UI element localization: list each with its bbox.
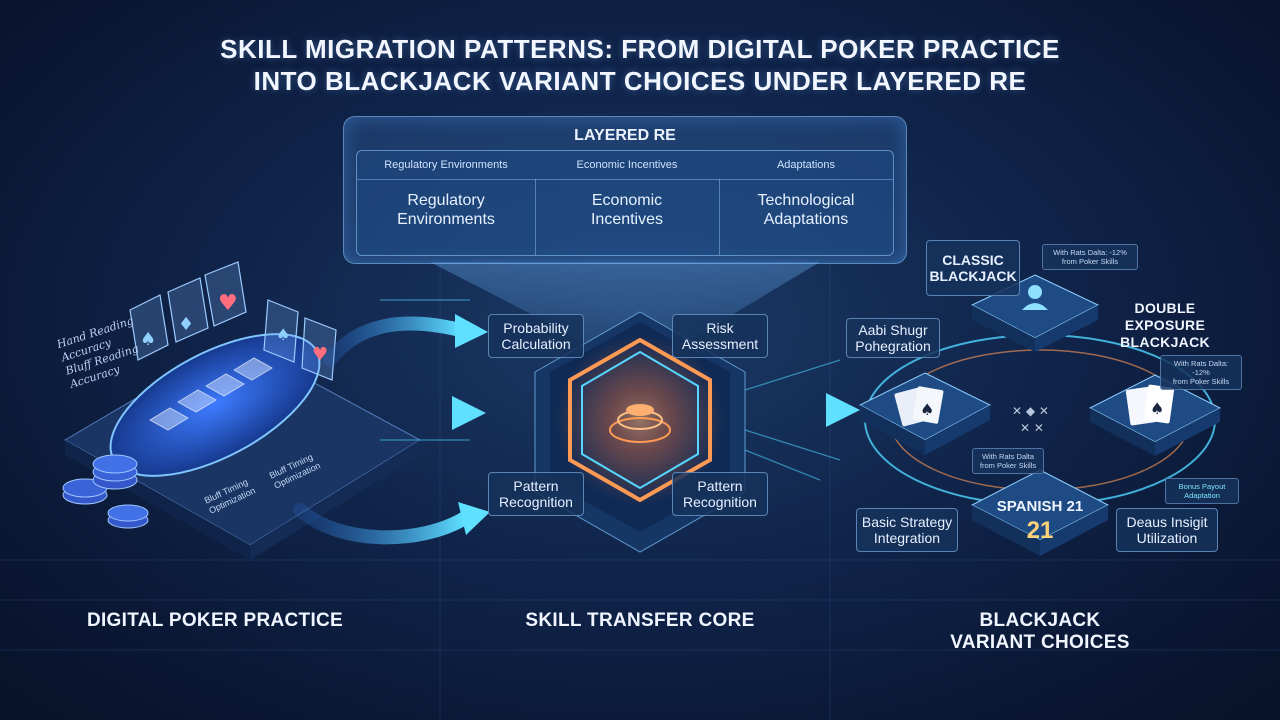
box-line: Deaus Insigit [1126, 514, 1208, 530]
note-line: Bonus Payout [1178, 482, 1226, 491]
cell-line: Economic [591, 192, 663, 209]
cell-line: Technological [757, 192, 855, 209]
note-line: from Poker Skills [979, 461, 1037, 470]
table-divider [535, 179, 536, 255]
page-title-line-2: INTO BLACKJACK VARIANT CHOICES UNDER LAY… [253, 66, 1027, 96]
note-bonus-payout: Bonus Payout Adaptation [1165, 478, 1239, 504]
transfer-arrows [293, 299, 860, 545]
box-line: Recognition [683, 494, 757, 510]
svg-text:♥: ♥ [218, 291, 238, 316]
section-label-digital-poker: DIGITAL POKER PRACTICE [86, 610, 344, 631]
note-line: With Rats Dalta [981, 452, 1035, 461]
page-title-line-1: SKILL MIGRATION PATTERNS: FROM DIGITAL P… [220, 34, 1060, 64]
cell-line: Incentives [590, 211, 664, 228]
spanish-21-number: 21 [1026, 517, 1054, 544]
col-cell-regulatory: Regulatory Environments [357, 191, 535, 229]
box-line: BLACKJACK [929, 268, 1017, 284]
box-line: Probability [503, 320, 569, 336]
box-line: Utilization [1136, 530, 1198, 546]
box-line: Integration [873, 530, 941, 546]
label-line: BLACKJACK [1120, 334, 1210, 350]
col-header-adaptations: Adaptations [776, 159, 836, 171]
col-cell-economic: Economic Incentives [535, 191, 719, 229]
cell-line: Regulatory [407, 192, 485, 209]
note-line: With Rats Dalta: -12% [1173, 359, 1229, 377]
box-line: CLASSIC [942, 252, 1004, 268]
variant-double-exposure-blackjack: DOUBLE EXPOSURE BLACKJACK [1105, 300, 1225, 351]
box-line: Pattern [697, 478, 743, 494]
cell-line: Adaptations [763, 211, 849, 228]
variant-spanish-21: SPANISH 21 21 [990, 498, 1090, 545]
label-line: SPANISH 21 [996, 498, 1084, 515]
svg-text:♦: ♦ [178, 314, 194, 335]
col-header-regulatory: Regulatory Environments [384, 159, 508, 171]
note-line: Adaptation [1184, 491, 1220, 500]
svg-text:♠: ♠ [1150, 399, 1164, 418]
note-double: With Rats Dalta: -12% from Poker Skills [1160, 355, 1242, 390]
box-line: Risk [706, 320, 734, 336]
svg-text:✕ ✕: ✕ ✕ [1020, 421, 1044, 435]
note-line: With Rats Dalta: -12% [1053, 248, 1127, 257]
table-divider [719, 179, 720, 255]
label-line: DOUBLE [1134, 300, 1196, 316]
label-line: EXPOSURE [1124, 317, 1206, 333]
svg-text:✕ ◆ ✕: ✕ ◆ ✕ [1012, 404, 1049, 418]
box-line: Basic Strategy [861, 514, 953, 530]
note-line: from Poker Skills [1061, 257, 1119, 266]
box-line: Assessment [681, 336, 759, 352]
layered-re-table: Regulatory Environments Economic Incenti… [356, 150, 894, 256]
poker-board-graphic: ♥ ♥ ♠ ♦ ♠ [62, 261, 421, 560]
layered-re-title: LAYERED RE [574, 127, 676, 144]
layered-re-panel: LAYERED RE Regulatory Environments Econo… [343, 116, 907, 264]
col-cell-technological: Technological Adaptations [719, 191, 893, 229]
label-line: VARIANT CHOICES [950, 632, 1130, 653]
box-line: Aabi Shugr [858, 322, 928, 338]
note-classic: With Rats Dalta: -12% from Poker Skills [1042, 244, 1138, 270]
section-label-skill-core: SKILL TRANSFER CORE [525, 610, 755, 631]
box-line: Calculation [501, 336, 571, 352]
svg-text:♠: ♠ [276, 325, 290, 344]
box-line: Pattern [513, 478, 559, 494]
note-mid: With Rats Dalta from Poker Skills [972, 448, 1044, 474]
svg-text:♠: ♠ [140, 329, 156, 350]
svg-text:♠: ♠ [920, 400, 934, 419]
box-line: Pohegration [855, 338, 931, 354]
table-divider [357, 179, 893, 180]
cell-line: Environments [397, 211, 495, 228]
section-label-blackjack-variants: BLACKJACK VARIANT CHOICES [890, 610, 1190, 654]
box-line: Recognition [499, 494, 573, 510]
label-line: BLACKJACK [979, 610, 1101, 631]
col-header-economic: Economic Incentives [576, 159, 678, 171]
note-line: from Poker Skills [1172, 377, 1230, 386]
panel-beam [430, 262, 820, 370]
